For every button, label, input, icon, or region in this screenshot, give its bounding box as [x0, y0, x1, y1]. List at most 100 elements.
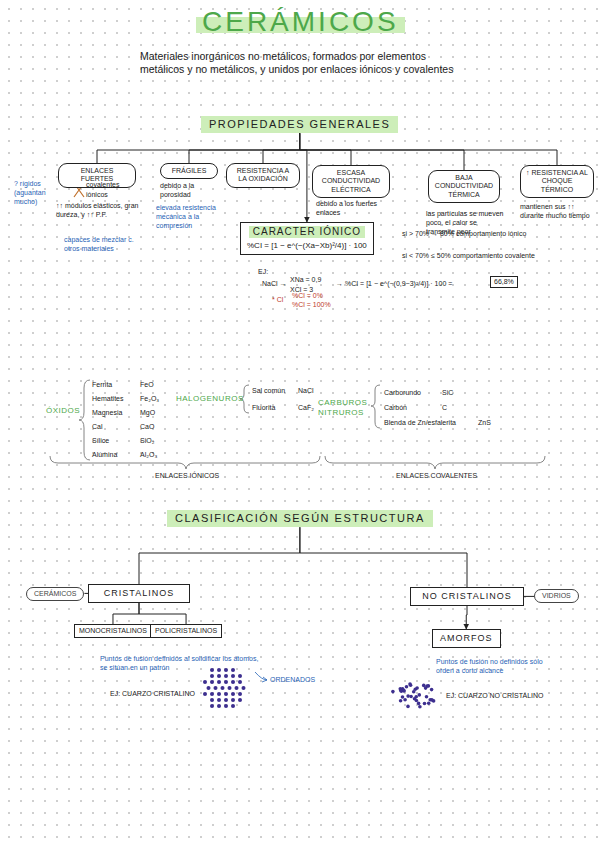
concept-box: CARACTER IÓNICO%CI = [1 − e^(−(Xa−Xb)²/4…	[240, 222, 374, 255]
concept-box: RESISTENCIA A LA OXIDACIÓN	[226, 163, 300, 188]
atom-dot	[399, 687, 403, 691]
concept-box: FRÁGILES	[160, 163, 218, 179]
atom-dot	[224, 668, 228, 672]
concept-box: NO CRISTALINOS	[410, 587, 524, 606]
note-text: si > 70% → 80% comportamiento iónico	[402, 230, 526, 239]
concept-box: ESCASA CONDUCTIVIDAD ELÉCTRICA	[312, 165, 390, 198]
connector	[300, 133, 557, 165]
atom-dot	[231, 704, 235, 708]
note-text: ENLACES COVALENTES	[396, 472, 477, 481]
concept-box: CLASIFICACIÓN SEGÚN ESTRUCTURA	[167, 510, 433, 527]
atom-dot	[238, 692, 242, 696]
connector	[189, 133, 300, 163]
note-text: Materiales inorgánicos no metálicos, for…	[140, 50, 470, 76]
atom-dot	[425, 695, 429, 699]
atom-dot	[224, 680, 228, 684]
note-text: NaCl	[298, 387, 314, 396]
connector	[300, 527, 467, 587]
node-text: VIDRIOS	[542, 592, 571, 600]
atom-dot	[231, 698, 235, 702]
note-text: Magnesia	[92, 409, 122, 418]
atom-dot	[210, 674, 214, 678]
node-text: POLICRISTALINOS	[155, 627, 217, 635]
connector	[113, 603, 139, 624]
note-text: iónicos	[86, 191, 108, 200]
atom-dot	[214, 686, 218, 690]
note-text: ORDENADOS	[270, 676, 315, 685]
title: CERÁMICOS	[196, 6, 405, 38]
note-text: si < 70% ≤ 50% comportamiento covalente	[402, 252, 535, 261]
atom-dot	[224, 698, 228, 702]
atom-dot	[403, 698, 407, 702]
node-text: %CI = [1 − e^(−(Xa−Xb)²/4)] · 100	[247, 241, 367, 251]
atom-dot	[210, 704, 214, 708]
atom-dot	[224, 674, 228, 678]
node-text: ESCASA CONDUCTIVIDAD ELÉCTRICA	[318, 169, 384, 194]
connector	[300, 133, 307, 222]
note-text: SiC	[442, 389, 453, 398]
note-text: XNa = 0,9	[290, 276, 321, 285]
node-text: RESISTENCIA A LA OXIDACIÓN	[232, 167, 294, 184]
note-text: SiO₂	[140, 437, 154, 446]
node-text: AMORFOS	[440, 633, 493, 644]
amorphous-dots	[391, 682, 435, 708]
atom-dot	[217, 704, 221, 708]
atom-dot	[406, 694, 410, 698]
note-text: %Cl = 100%	[292, 301, 331, 310]
note-text: MgO	[140, 409, 155, 418]
atom-dot	[210, 692, 214, 696]
concept-box: ↑ RESISTENCIA AL CHOQUE TÉRMICO	[520, 165, 594, 198]
atom-dot	[210, 668, 214, 672]
note-text: FeO	[140, 381, 154, 390]
atom-dot	[417, 702, 421, 706]
note-text: Al₂O₃	[140, 451, 157, 460]
leader-arrow	[255, 672, 267, 682]
node-text: NO CRISTALINOS	[418, 591, 516, 602]
atom-dot	[217, 674, 221, 678]
node-text: CLASIFICACIÓN SEGÚN ESTRUCTURA	[175, 512, 425, 525]
note-text: CARBUROS NITRUROS	[318, 398, 370, 418]
connector	[524, 596, 534, 597]
atom-dot	[203, 680, 207, 684]
atom-dot	[217, 668, 221, 672]
concept-box: VIDRIOS	[534, 589, 579, 603]
note-text: Puntos de fusión definidos al solidifica…	[100, 655, 260, 673]
atom-dot	[224, 704, 228, 708]
atom-dot	[423, 702, 427, 706]
note-text: ZnS	[478, 419, 491, 428]
atom-dot	[427, 701, 431, 705]
note-text: CaO	[140, 423, 154, 432]
atom-dot	[238, 698, 242, 702]
atom-dot	[238, 674, 242, 678]
note-text: Puntos de fusión no definidos sólo orden…	[436, 658, 550, 676]
concept-box: CERÁMICOS	[26, 587, 84, 601]
node-text: FRÁGILES	[166, 167, 212, 175]
note-text: Sal común	[252, 387, 285, 396]
note-text: NaCl →	[262, 280, 287, 289]
concept-box: BAJA CONDUCTIVIDAD TÉRMICA	[428, 170, 500, 203]
node-text: 66,8%	[494, 278, 514, 286]
atom-dot	[231, 680, 235, 684]
note-text: Ferrita	[92, 381, 112, 390]
note-text: mantienen sus ↑↑ durante mucho tiempo	[520, 203, 596, 221]
atom-dot	[231, 674, 235, 678]
atom-dot	[424, 686, 428, 690]
note-text: EJ: CUARZO CRISTALINO	[110, 690, 195, 699]
note-text: Carborundo	[384, 389, 421, 398]
atom-dot	[217, 698, 221, 702]
atom-dot	[235, 686, 239, 690]
brace	[50, 380, 545, 469]
atom-dot	[217, 680, 221, 684]
node-text: PROPIEDADES GENERALES	[209, 118, 390, 131]
node-text: BAJA CONDUCTIVIDAD TÉRMICA	[434, 174, 494, 199]
note-text: Carbón	[384, 404, 407, 413]
note-text: capaces de mezclar c. otros materiales	[64, 236, 144, 254]
note-text: C	[442, 404, 447, 413]
note-text: EJ:	[258, 268, 268, 277]
note-text: Sílice	[92, 437, 109, 446]
atom-dot	[238, 680, 242, 684]
note-text: ? rígidos (aguantan mucho)	[14, 180, 58, 206]
atom-dot	[405, 685, 409, 689]
note-text: Blenda de Zn/esfalerita	[384, 419, 456, 428]
concept-box: PROPIEDADES GENERALES	[201, 116, 398, 133]
